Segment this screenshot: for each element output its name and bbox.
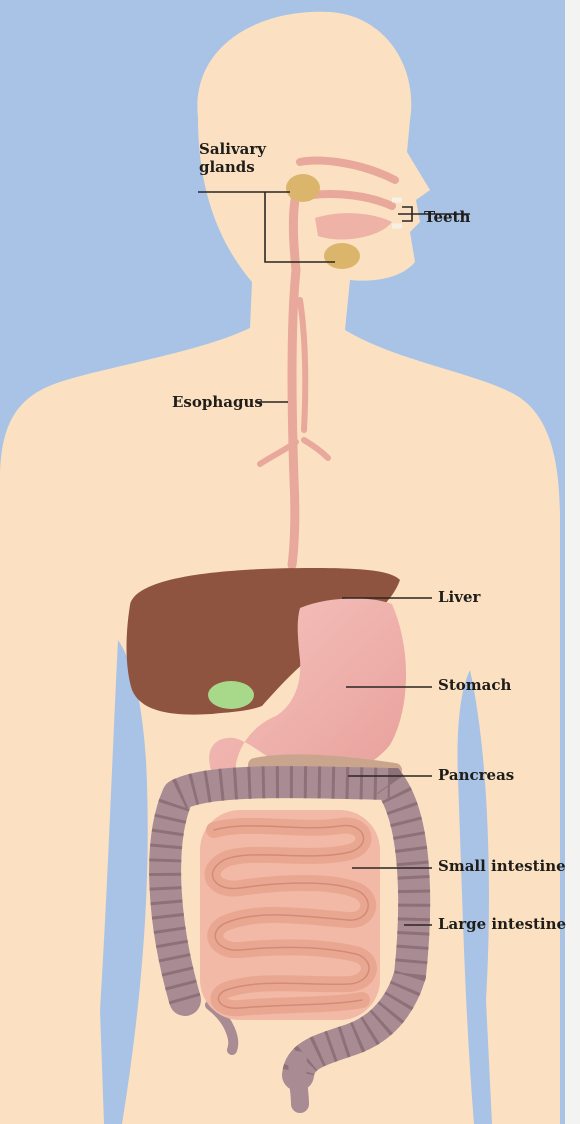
teeth-label: Teeth [424, 208, 470, 226]
gallbladder [208, 681, 254, 709]
liver-label: Liver [438, 588, 480, 606]
salivary-glands-label: Salivary glands [199, 140, 289, 176]
salivary-gland-submandibular [324, 243, 360, 269]
pancreas-label: Pancreas [438, 766, 514, 784]
page-right-strip [565, 0, 580, 1124]
rectum [297, 1060, 300, 1104]
large-intestine-label: Large intestine [438, 915, 566, 933]
salivary-gland-parotid [286, 174, 320, 202]
stomach-label: Stomach [438, 676, 511, 694]
esophagus-label: Esophagus [172, 393, 263, 411]
esophagus-tube [292, 270, 296, 565]
small-intestine-label: Small intestine [438, 857, 566, 875]
